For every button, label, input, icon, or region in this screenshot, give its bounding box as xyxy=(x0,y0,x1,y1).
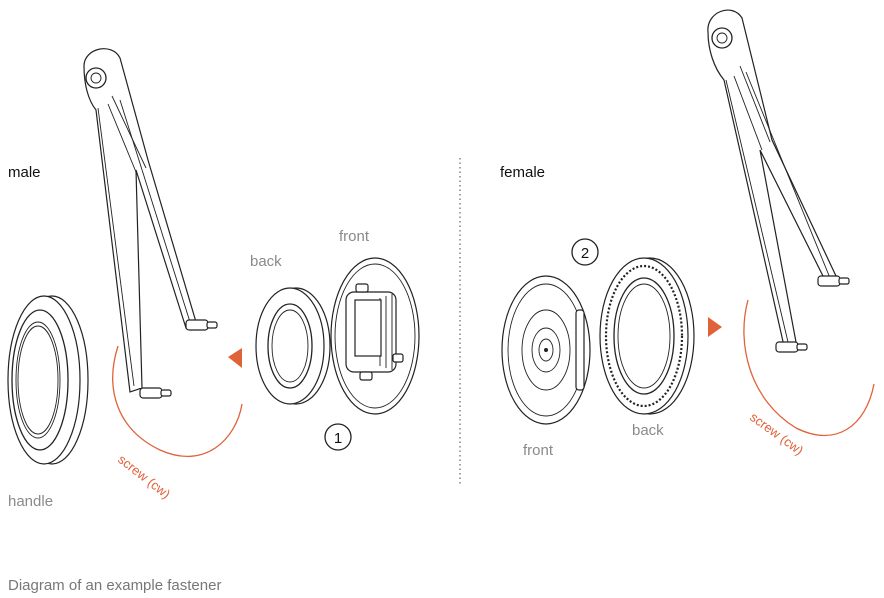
arrow-left-icon xyxy=(228,348,242,368)
screw-label-right: screw (cw) xyxy=(747,409,806,458)
diagram-caption: Diagram of an example fastener xyxy=(8,577,221,594)
step-2-badge xyxy=(571,238,599,266)
step-2-number: 2 xyxy=(581,245,589,262)
spanner-wrench-right xyxy=(707,9,850,353)
front-fitting-right xyxy=(501,275,591,425)
male-label: male xyxy=(8,164,41,181)
handle-disc xyxy=(7,295,89,465)
arrow-right-icon xyxy=(708,317,722,337)
front-label-right: front xyxy=(523,442,554,459)
front-label-left: front xyxy=(339,228,370,245)
back-label-left: back xyxy=(250,253,282,270)
screw-label-left: screw (cw) xyxy=(115,452,173,502)
step-1-number: 1 xyxy=(334,430,342,447)
back-label-right: back xyxy=(632,422,664,439)
step-1-badge xyxy=(324,423,352,451)
handle-label: handle xyxy=(8,493,53,510)
back-ring-left xyxy=(255,287,331,405)
screw-arc-right xyxy=(743,299,875,437)
back-ring-right xyxy=(599,257,695,415)
spanner-wrench-left xyxy=(83,48,218,399)
screw-arc-left xyxy=(112,345,243,457)
front-fitting-left xyxy=(330,257,420,415)
female-label: female xyxy=(500,164,545,181)
